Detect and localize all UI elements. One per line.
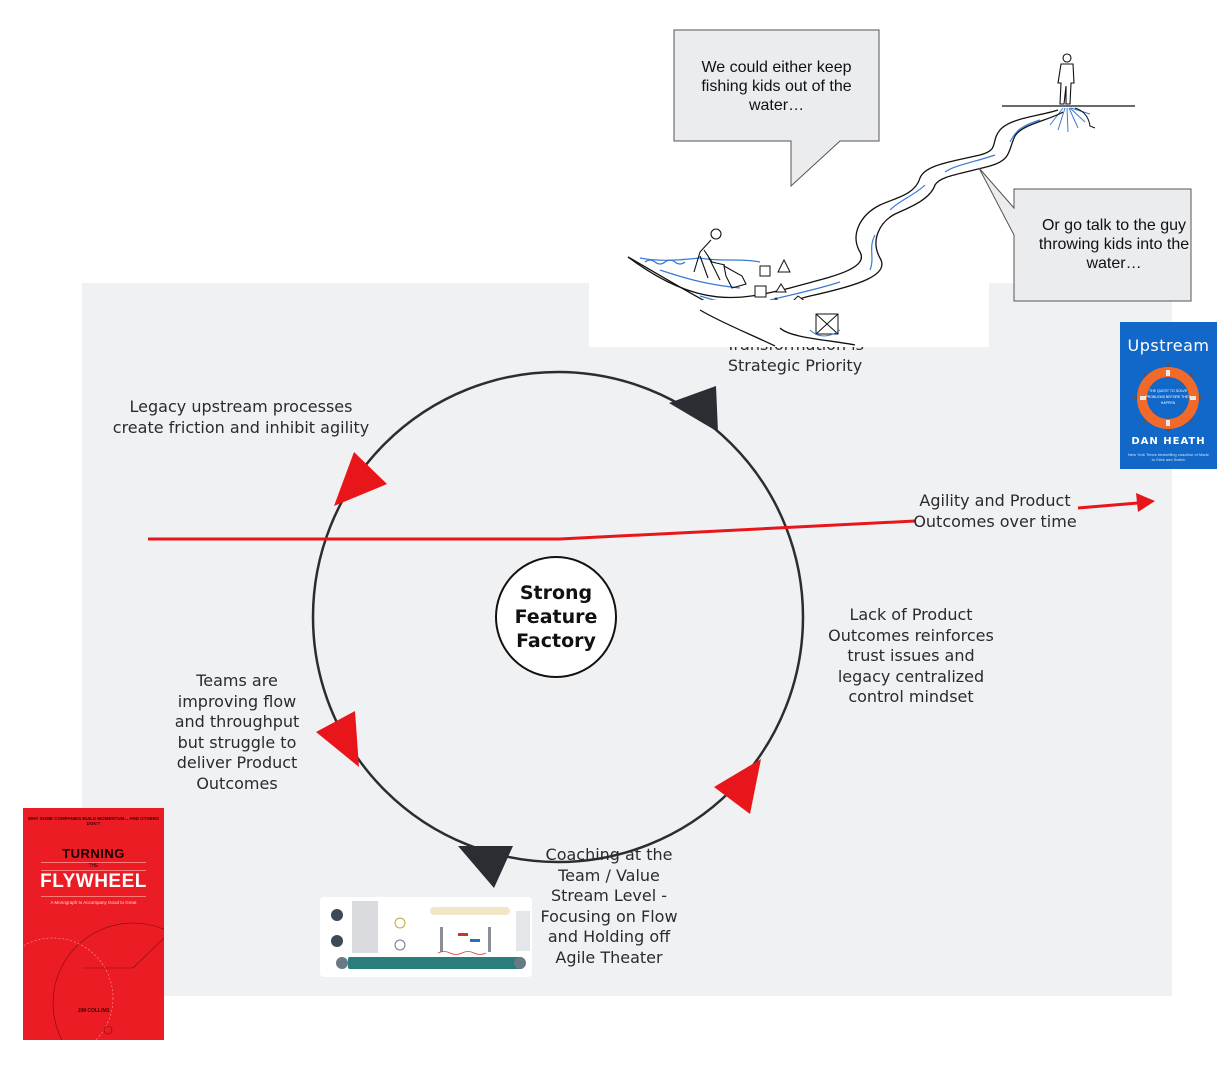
speech-bubble-left [673, 29, 880, 188]
label-line: Teams are [196, 671, 278, 690]
pipeline-diagram-thumbnail [320, 897, 532, 977]
bubble-right-line: Or go talk to the guy [1041, 217, 1187, 234]
label-line: Focusing on Flow [540, 906, 678, 926]
thumbnail-pipeline-banner [430, 907, 510, 915]
label-line: trust issues and [847, 646, 975, 665]
label-line: and throughput [174, 712, 300, 731]
label-line: improving flow [177, 691, 297, 711]
label-line: Outcomes [196, 773, 278, 793]
book-cover-upstream: Upstream THE QUEST TO SOLVE PROBLEMS BEF… [1120, 322, 1217, 469]
label-coaching: Coaching at the Team / Value Stream Leve… [522, 845, 696, 968]
thumbnail-graphics [331, 909, 526, 969]
label-line: Team / Value [558, 865, 660, 885]
thumbnail-wave [437, 951, 487, 955]
flywheel-icon [23, 922, 164, 1040]
label-line: Legacy upstream processes [129, 397, 353, 416]
book-cover-flywheel: WHY SOME COMPANIES BUILD MOMENTUM... AND… [23, 808, 164, 1040]
speech-bubble-right [978, 167, 1192, 302]
speech-bubble-right-text: Or go talk to the guy throwing kids into… [1014, 216, 1214, 273]
label-teams-improving: Teams are improving flow and throughput … [162, 671, 312, 794]
divider [41, 870, 146, 871]
label-line: Strategic Priority [727, 355, 863, 375]
label-lack-of-outcomes: Lack of Product Outcomes reinforces trus… [815, 605, 1007, 708]
thumbnail-node-icon [331, 935, 343, 947]
label-line: control mindset [848, 687, 974, 706]
bubble-right-line: throwing kids into the [1038, 236, 1190, 253]
thumbnail-node-icon [394, 939, 406, 951]
book-subtitle: THE QUEST TO SOLVE PROBLEMS BEFORE THEY … [1145, 389, 1191, 405]
book-author: DAN HEATH [1131, 436, 1206, 447]
label-line: Lack of Product [849, 605, 973, 624]
book-title-top: TURNING [62, 846, 125, 861]
thumbnail-node-icon [514, 957, 526, 969]
thumbnail-footer-bar [348, 957, 523, 969]
center-node-line: Factory [516, 630, 596, 652]
book-title-main: FLYWHEEL [40, 871, 147, 892]
divider [41, 896, 146, 897]
thumbnail-bar [470, 939, 480, 942]
thumbnail-right-column [516, 911, 530, 951]
book-title: Upstream [1127, 336, 1210, 355]
speech-bubble-left-text: We could either keep fishing kids out of… [674, 58, 879, 115]
label-line: and Holding off [547, 927, 671, 946]
bubble-left-line: fishing kids out of the [701, 78, 852, 95]
illustration-mask [589, 300, 989, 347]
bank-line [1074, 107, 1096, 129]
thumbnail-bar [440, 927, 443, 952]
label-line: Agile Theater [555, 947, 663, 967]
label-line: deliver Product [176, 753, 298, 772]
book-author: JIM COLLINS [77, 1008, 110, 1014]
book-title-mid: THE [88, 863, 99, 869]
thumbnail-bar [488, 927, 491, 952]
upstream-illustration [627, 29, 1192, 346]
thumbnail-node-icon [331, 909, 343, 921]
label-line: Outcomes reinforces [828, 625, 994, 645]
thumbnail-sidebar [352, 901, 378, 953]
fishing-person-icon [693, 228, 747, 289]
book-subtitle: A Monograph to Accompany Good to Great [50, 900, 137, 905]
label-legacy-upstream: Legacy upstream processes create frictio… [100, 397, 382, 438]
bubble-left-line: water… [748, 97, 805, 114]
center-node-line: Strong [519, 582, 593, 604]
label-line: create friction and inhibit agility [112, 417, 370, 437]
bubble-right-line: water… [1086, 255, 1142, 272]
bubble-left-line: We could either keep [701, 59, 852, 76]
thumbnail-node-icon [336, 957, 348, 969]
thumbnail-node-icon [394, 917, 406, 929]
label-line: Agility and Product [919, 491, 1071, 510]
book-tagline: WHY SOME COMPANIES BUILD MOMENTUM... AND… [28, 816, 159, 826]
label-line: but struggle to [177, 732, 297, 752]
center-node-line: Feature [514, 606, 598, 628]
splash-icon [1049, 107, 1091, 133]
label-line: Stream Level - [550, 886, 668, 905]
label-line: Coaching at the [545, 845, 673, 864]
label-line: Outcomes over time [913, 511, 1077, 531]
center-node-strong-feature-factory: Strong Feature Factory [495, 556, 617, 678]
thumbnail-bar [458, 933, 468, 936]
book-blurb: New York Times bestselling coauthor of M… [1128, 452, 1209, 462]
life-ring-icon [1134, 364, 1202, 432]
divider [41, 862, 146, 863]
label-agility-outcomes: Agility and Product Outcomes over time [900, 491, 1090, 532]
label-line: legacy centralized [837, 666, 985, 686]
standing-person-icon [1057, 53, 1075, 105]
